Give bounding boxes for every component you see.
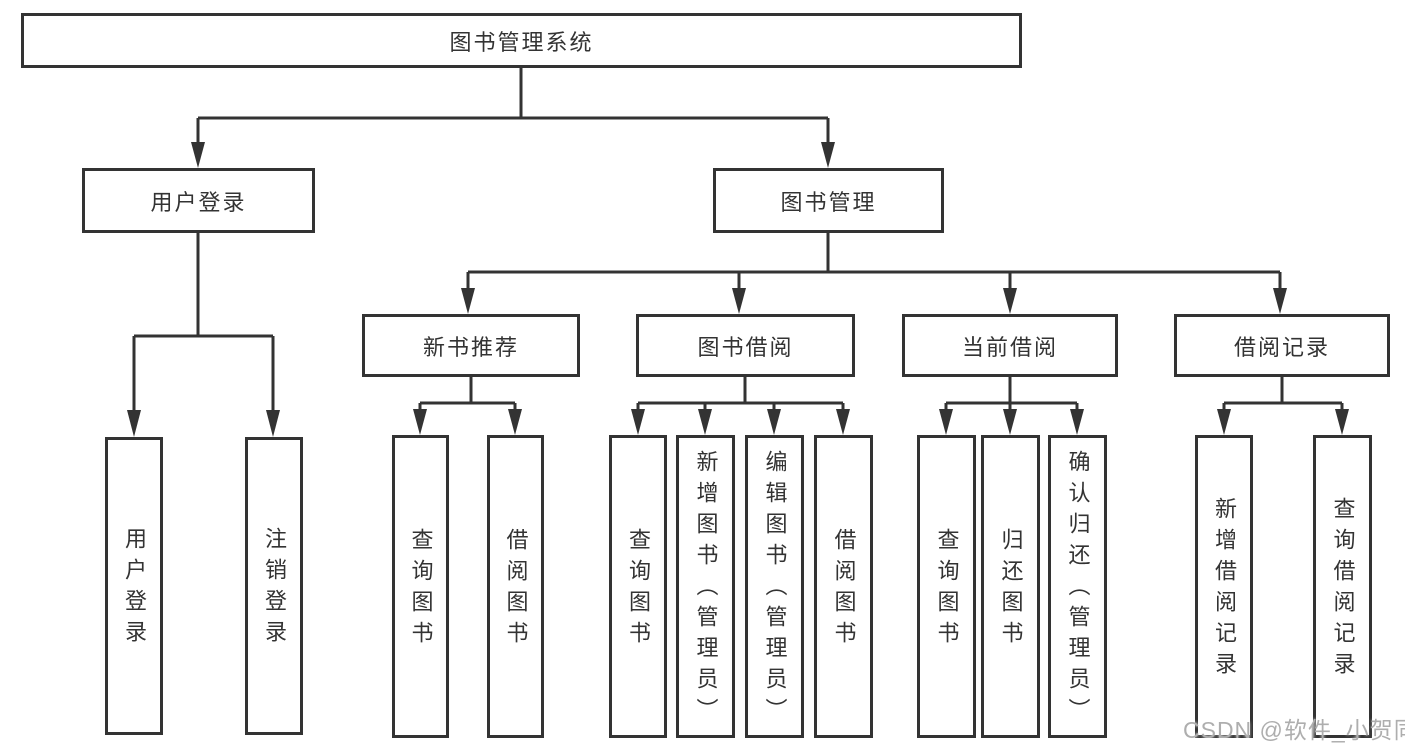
leaf-query-book-3: 查询图书 bbox=[917, 435, 976, 738]
leaf-confirm-return-admin: 确认归还（管理员） bbox=[1048, 435, 1107, 738]
node-user-login: 用户登录 bbox=[82, 168, 315, 233]
leaf-query-borrow-record: 查询借阅记录 bbox=[1313, 435, 1372, 738]
leaf-logout: 注销登录 bbox=[245, 437, 303, 735]
leaf-add-book-admin: 新增图书（管理员） bbox=[676, 435, 735, 738]
node-book-management: 图书管理 bbox=[713, 168, 944, 233]
leaf-return-book: 归还图书 bbox=[981, 435, 1040, 738]
node-root: 图书管理系统 bbox=[21, 13, 1022, 68]
connector-root bbox=[191, 68, 835, 168]
connector-user-login bbox=[127, 233, 280, 437]
connector-new-book bbox=[413, 377, 522, 435]
connector-borrow-record bbox=[1217, 377, 1349, 435]
node-borrow-record: 借阅记录 bbox=[1174, 314, 1390, 377]
csdn-watermark: CSDN @软件_小贺同学 bbox=[1183, 717, 1405, 743]
node-new-book-recommend: 新书推荐 bbox=[362, 314, 580, 377]
leaf-borrow-book-2: 借阅图书 bbox=[814, 435, 873, 738]
leaf-borrow-book-1: 借阅图书 bbox=[487, 435, 544, 738]
node-current-borrow: 当前借阅 bbox=[902, 314, 1118, 377]
leaf-edit-book-admin: 编辑图书（管理员） bbox=[745, 435, 804, 738]
leaf-user-login: 用户登录 bbox=[105, 437, 163, 735]
connector-current-borrow bbox=[939, 377, 1084, 435]
connector-book-management bbox=[461, 233, 1287, 314]
connector-book-borrow bbox=[631, 377, 850, 435]
leaf-query-book-2: 查询图书 bbox=[609, 435, 667, 738]
leaf-add-borrow-record: 新增借阅记录 bbox=[1195, 435, 1253, 738]
leaf-query-book-1: 查询图书 bbox=[392, 435, 449, 738]
node-book-borrow: 图书借阅 bbox=[636, 314, 855, 377]
